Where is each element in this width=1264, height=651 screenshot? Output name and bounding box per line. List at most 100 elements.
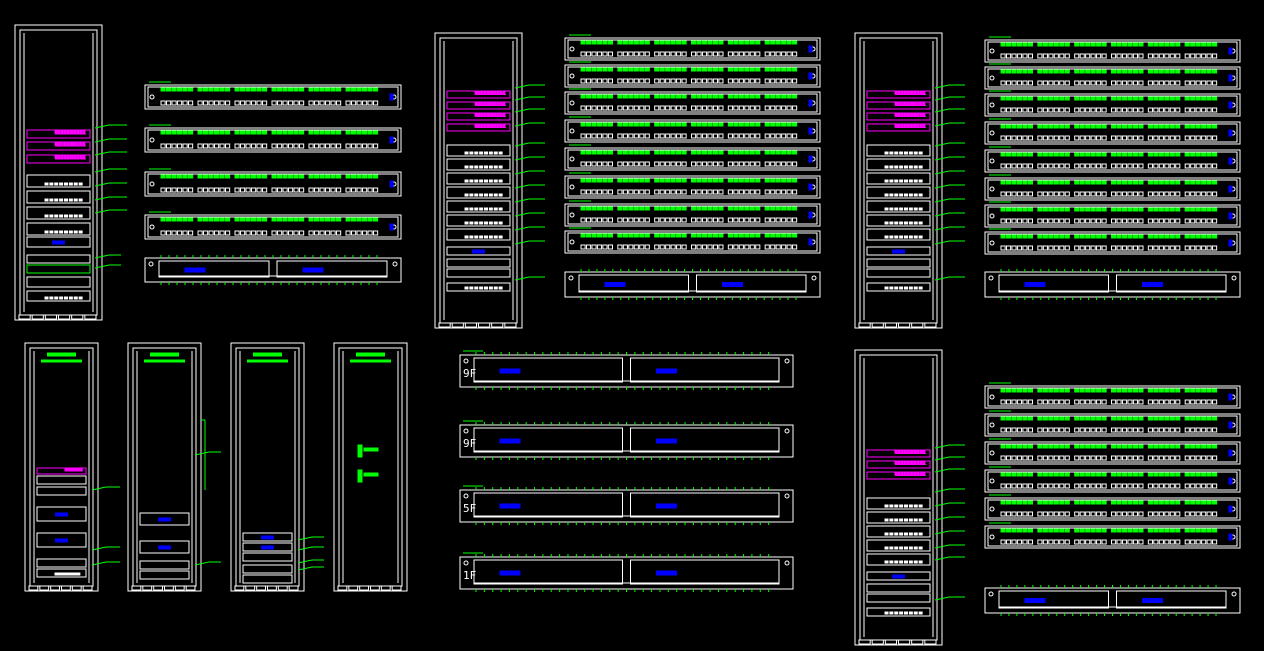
port-label — [602, 178, 608, 183]
rj45-port — [1037, 245, 1043, 251]
rj45-port — [1195, 53, 1201, 59]
patch-panel-inner — [987, 68, 1238, 88]
port-label — [585, 40, 592, 45]
fiber-panel — [459, 352, 794, 390]
cabinet-text-mark — [357, 444, 363, 458]
port-label — [654, 122, 660, 127]
port-label — [1158, 388, 1164, 393]
unit-port — [894, 193, 899, 197]
rj45-port — [1074, 245, 1080, 251]
port-label — [293, 217, 299, 222]
port-label — [1042, 207, 1048, 212]
port-label — [1074, 152, 1080, 157]
rj45-port — [373, 143, 379, 149]
rj45-port — [665, 189, 671, 195]
mount-hole — [148, 261, 154, 267]
rj45-port — [1175, 80, 1181, 86]
patch-panel-frame — [984, 469, 1241, 493]
rj45-port — [1175, 53, 1181, 59]
rj45-port — [1169, 191, 1175, 197]
rj45-port — [1096, 107, 1102, 113]
port-label — [676, 150, 682, 155]
unit-port — [908, 286, 913, 290]
rj45-port — [1079, 163, 1085, 169]
port-label — [245, 130, 251, 135]
rack-unit — [866, 90, 931, 99]
rj45-port — [701, 161, 708, 167]
port-label — [1011, 124, 1017, 129]
rj45-port — [738, 244, 744, 250]
port-label — [1212, 180, 1218, 185]
rj45-port — [744, 51, 750, 57]
rj45-port — [622, 161, 628, 167]
panel-indicator — [1228, 393, 1233, 401]
unit-port — [493, 193, 498, 197]
port-label — [1116, 207, 1122, 212]
unit-port — [908, 532, 913, 536]
rj45-port — [681, 51, 687, 57]
cabinet-subtitle-mark — [247, 359, 288, 363]
rj45-port — [1164, 511, 1170, 517]
rj45-port — [345, 100, 351, 106]
port-label — [1153, 42, 1159, 47]
unit-port — [469, 165, 474, 169]
rj45-port — [1000, 427, 1006, 433]
port-label — [1206, 416, 1212, 421]
port-label — [182, 217, 188, 222]
port-label — [1090, 69, 1096, 74]
callout-leader — [297, 566, 313, 571]
rj45-port — [234, 143, 240, 149]
port-label — [718, 94, 724, 99]
rj45-port — [580, 161, 586, 167]
rj45-port — [1085, 107, 1091, 113]
patch-panel-inner — [567, 177, 818, 197]
rj45-port — [1053, 427, 1059, 433]
rj45-port — [308, 230, 314, 236]
port-label — [1195, 234, 1201, 239]
port-label — [617, 150, 623, 155]
port-label — [596, 67, 603, 72]
port-label — [1053, 42, 1059, 47]
rj45-port — [1064, 511, 1070, 517]
rj45-port — [1147, 245, 1153, 251]
port-label — [1022, 207, 1028, 212]
rj45-port — [792, 51, 798, 57]
unit-port — [904, 560, 908, 564]
cabinet-vent — [234, 585, 245, 591]
unit-port — [490, 102, 493, 106]
rj45-port — [617, 161, 623, 167]
rj45-port — [602, 78, 608, 84]
port-label — [596, 40, 603, 45]
rj45-port — [1059, 80, 1065, 86]
port-label — [670, 178, 676, 183]
port-label — [214, 130, 220, 135]
port-label — [1190, 180, 1196, 185]
rj45-port — [764, 244, 770, 250]
rj45-port — [256, 187, 262, 193]
rj45-port — [1190, 80, 1196, 86]
port-label — [1132, 528, 1139, 533]
port-label — [644, 67, 650, 72]
rj45-port — [764, 133, 770, 139]
port-label — [362, 217, 368, 222]
rj45-port — [251, 230, 257, 236]
rj45-port — [691, 217, 697, 223]
mount-hole — [784, 358, 790, 364]
cabinet-vent — [898, 322, 911, 328]
unit-port — [904, 504, 908, 508]
rj45-port — [1111, 163, 1117, 169]
rack-unit — [866, 186, 931, 199]
unit-port — [918, 207, 923, 211]
patch-panel-inner — [987, 527, 1238, 547]
rj45-port — [755, 244, 761, 250]
fiber-panel — [144, 255, 402, 285]
unit-port — [469, 179, 474, 183]
rj45-port — [591, 244, 597, 250]
port-label — [1169, 388, 1175, 393]
rj45-port — [336, 187, 342, 193]
rj45-port — [166, 230, 172, 236]
port-label — [1169, 42, 1175, 47]
rj45-port — [277, 230, 283, 236]
unit-tag — [472, 249, 485, 254]
rj45-port — [282, 100, 288, 106]
